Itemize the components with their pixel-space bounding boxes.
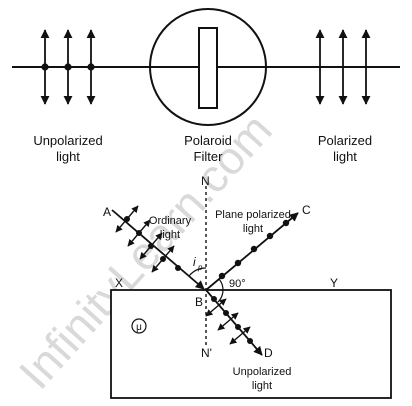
label-N: N [201, 174, 210, 188]
ordinary-light-label-2: light [160, 229, 180, 241]
unpolarized-light-dots [41, 63, 95, 71]
unpolarized-light-label-bottom-2: light [252, 380, 272, 392]
label-Y: Y [330, 276, 338, 290]
ordinary-light-label: Ordinary [149, 215, 192, 227]
plane-polarized-label-2: light [243, 223, 263, 235]
unpolarized-label: Unpolarized [33, 133, 102, 148]
label-ip: i [193, 255, 196, 269]
label-N-prime: N' [201, 346, 212, 360]
polarized-label: Polarized [318, 133, 372, 148]
filter-label-2: Filter [194, 149, 224, 164]
polarized-light-arrows [315, 29, 371, 105]
label-ip-subscript: p [197, 263, 203, 272]
mu-label: μ [136, 322, 142, 333]
label-C: C [302, 203, 311, 217]
filter-label: Polaroid [184, 133, 232, 148]
label-X: X [115, 276, 123, 290]
polaroid-sheet [198, 27, 218, 109]
right-angle-arc [217, 278, 224, 303]
refractive-index-circle [131, 318, 147, 334]
label-B: B [195, 295, 203, 309]
label-A: A [103, 205, 111, 219]
brewster-angle-arc [188, 267, 207, 277]
refracted-dots [211, 296, 253, 344]
polaroid-panel: Unpolarized light Polaroid Filter Polari… [12, 8, 400, 164]
incident-dots [124, 216, 181, 271]
refracted-vibrations [205, 298, 251, 345]
plane-polarized-label: Plane polarized [215, 209, 291, 221]
label-90deg: 90° [229, 278, 246, 290]
glass-slab [110, 289, 392, 399]
brewster-panel: μ A C D N N' X Y B 90° i p Ordinary ligh… [103, 174, 392, 399]
label-D: D [264, 346, 273, 360]
polarized-label-2: light [333, 149, 357, 164]
reflected-dots [218, 219, 290, 280]
unpolarized-label-2: light [56, 149, 80, 164]
unpolarized-light-label-bottom: Unpolarized [233, 366, 292, 378]
